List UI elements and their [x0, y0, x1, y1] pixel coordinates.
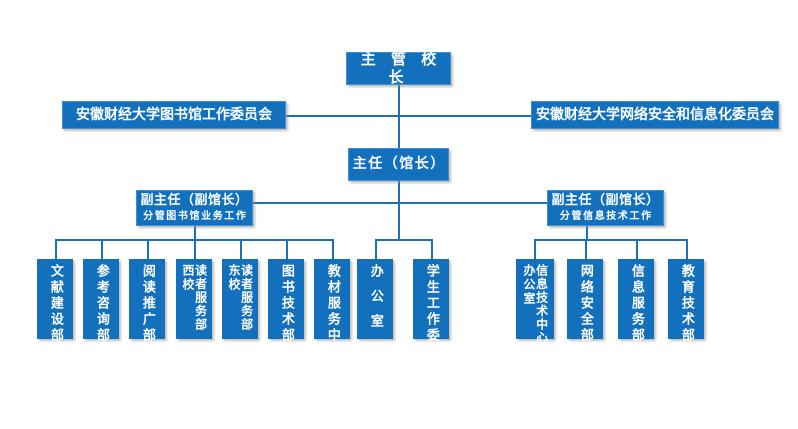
connector-director-to-deputies: [398, 181, 400, 239]
connector-drop-east-campus: [240, 239, 242, 259]
node-director-label: 主任（馆长）: [352, 156, 446, 173]
connector-right-committee: [398, 115, 531, 117]
node-deputy-library-business[interactable]: 副主任（副馆长） 分管图书馆业务工作: [136, 190, 253, 226]
leaf-library-technology-label: 图书技术部: [278, 264, 294, 344]
leaf-literature-construction[interactable]: 文献建设部: [37, 259, 73, 344]
leaf-network-security-label: 网络安全部: [577, 264, 593, 344]
leaf-office[interactable]: 办公室: [357, 259, 393, 339]
leaf-west-campus-reader-service-label: 读者服务部: [193, 264, 208, 332]
leaf-east-campus-reader-service[interactable]: 读者服务部 东校: [222, 259, 258, 339]
leaf-east-campus-reader-service-label: 读者服务部: [239, 264, 254, 332]
leaf-network-security[interactable]: 网络安全部: [567, 259, 603, 344]
connector-drop-information-service: [636, 239, 638, 259]
node-library-work-committee-label: 安徽财经大学图书馆工作委员会: [76, 106, 272, 123]
connector-right-department-bus: [534, 239, 686, 241]
connector-drop-office: [375, 239, 377, 259]
leaf-library-technology[interactable]: 图书技术部: [268, 259, 304, 344]
connector-drop-west-campus: [194, 239, 196, 259]
leaf-textbook-service-center-label: 教材服务中心: [324, 264, 340, 360]
leaf-education-technology-label: 教育技术部: [678, 264, 694, 344]
connector-drop-reading-promotion: [147, 239, 149, 259]
leaf-info-tech-center-office-suffix: 办公室: [522, 264, 536, 306]
node-supervising-president-label: 主 管 校 长: [360, 49, 442, 86]
leaf-west-campus-reader-service-prefix: 西校: [181, 264, 195, 292]
node-deputy-library-business-subtitle: 分管图书馆业务工作: [143, 210, 248, 222]
connector-left-committee: [286, 115, 399, 117]
leaf-education-technology[interactable]: 教育技术部: [668, 259, 704, 344]
leaf-student-work-committee-label: 学生工作委员会: [423, 264, 439, 376]
connector-center-department-bus: [375, 239, 432, 241]
node-library-work-committee[interactable]: 安徽财经大学图书馆工作委员会: [62, 101, 286, 129]
node-deputy-library-business-title: 副主任（副馆长）: [140, 193, 249, 209]
node-deputy-information-technology-subtitle: 分管信息技术工作: [559, 210, 653, 222]
leaf-literature-construction-label: 文献建设部: [47, 264, 63, 344]
node-cybersecurity-committee[interactable]: 安徽财经大学网络安全和信息化委员会: [531, 101, 779, 129]
node-supervising-president[interactable]: 主 管 校 长: [346, 49, 451, 86]
connector-deputy-bus: [212, 202, 587, 204]
leaf-info-tech-center-office[interactable]: 信息技术中心 办公室: [516, 259, 554, 345]
connector-right-deputy-drop: [586, 226, 588, 240]
leaf-office-label: 办公室: [367, 264, 383, 339]
connector-drop-student-work-committee: [431, 239, 433, 259]
leaf-reference-consulting-label: 参考咨询部: [93, 264, 109, 344]
connector-drop-network-security: [585, 239, 587, 259]
node-deputy-information-technology[interactable]: 副主任（副馆长） 分管信息技术工作: [547, 190, 664, 226]
leaf-east-campus-reader-service-prefix: 东校: [227, 264, 241, 292]
connector-drop-reference-consulting: [101, 239, 103, 259]
connector-drop-education-technology: [686, 239, 688, 259]
node-deputy-information-technology-title: 副主任（副馆长）: [551, 193, 660, 209]
connector-drop-info-tech-center: [534, 239, 536, 259]
connector-drop-textbook-center: [332, 239, 334, 259]
leaf-reading-promotion[interactable]: 阅读推广部: [129, 259, 165, 344]
connector-drop-literature-construction: [55, 239, 57, 259]
connector-drop-library-technology: [286, 239, 288, 259]
connector-left-deputy-drop: [194, 226, 196, 240]
leaf-student-work-committee[interactable]: 学生工作委员会: [413, 259, 449, 376]
leaf-information-service[interactable]: 信息服务部: [618, 259, 654, 344]
leaf-west-campus-reader-service[interactable]: 读者服务部 西校: [176, 259, 212, 339]
node-cybersecurity-committee-label: 安徽财经大学网络安全和信息化委员会: [536, 106, 774, 123]
node-director[interactable]: 主任（馆长）: [348, 148, 449, 181]
leaf-textbook-service-center[interactable]: 教材服务中心: [314, 259, 350, 360]
leaf-info-tech-center-office-label: 信息技术中心: [534, 264, 549, 345]
leaf-reference-consulting[interactable]: 参考咨询部: [83, 259, 119, 344]
leaf-information-service-label: 信息服务部: [628, 264, 644, 344]
leaf-reading-promotion-label: 阅读推广部: [139, 264, 155, 344]
